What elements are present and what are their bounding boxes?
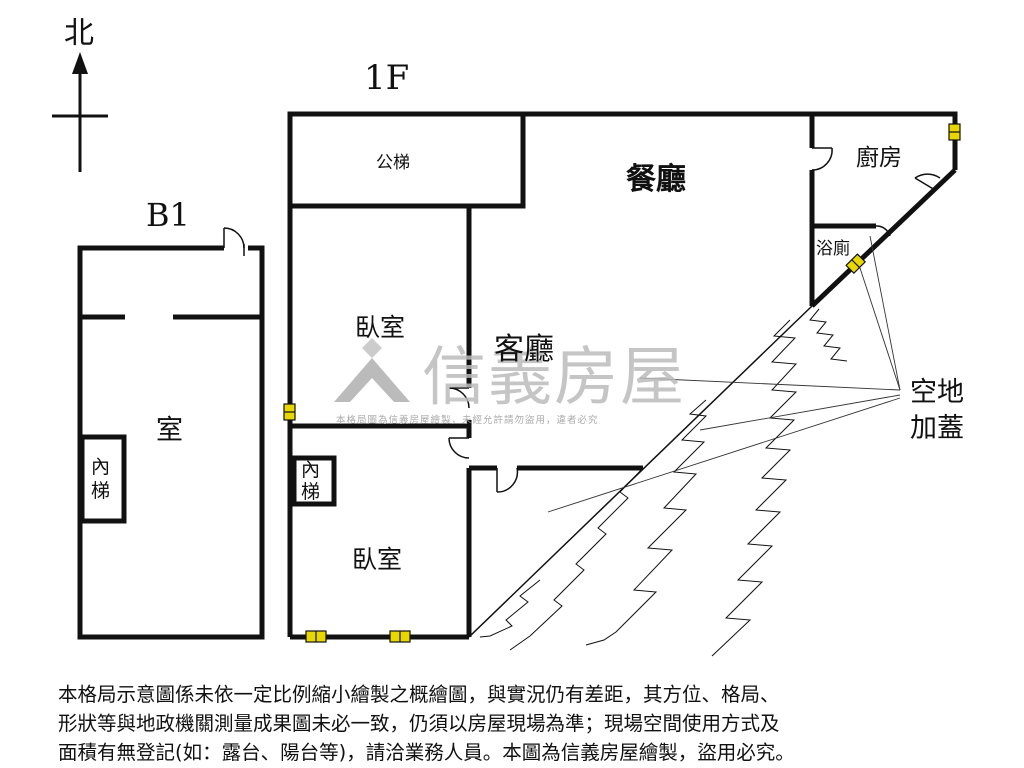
room-bedroom-lower: 臥室 [352,545,403,574]
room-inner-stairs-b1: 內梯 [91,456,111,502]
b1-floor-label: B1 [146,196,190,234]
1f-floor-label: 1F [364,58,410,98]
room-basement: 室 [156,415,183,446]
1f-walls [287,111,958,640]
room-public-stairs: 公梯 [376,153,410,173]
b1-door-icon [223,227,245,256]
room-bedroom-upper: 臥室 [355,313,406,342]
north-arrow-icon [52,52,108,172]
open-space-label-1: 空地 [910,377,964,408]
1f-door-icons [448,147,941,493]
b1-walls [77,245,265,640]
room-living: 客廳 [494,332,554,367]
annotation-leader-lines [547,235,901,513]
room-kitchen: 廚房 [856,145,902,171]
1f-diagonal-wall [468,168,957,657]
open-space-label-2: 加蓋 [910,413,964,444]
disclaimer-text: 本格局示意圖係未依一定比例縮小繪製之概繪圖，與實況仍有差距，其方位、格局、 形狀… [58,680,988,767]
room-inner-stairs-1f: 內梯 [301,459,321,503]
room-dining: 餐廳 [626,162,686,197]
disclaimer-line-2: 形狀等與地政機關測量成果圖未必一致，仍須以房屋現場為準；現場空間使用方式及 [58,712,780,735]
room-bathroom: 浴廁 [816,239,850,259]
north-label: 北 [64,16,94,51]
disclaimer-line-1: 本格局示意圖係未依一定比例縮小繪製之概繪圖，與實況仍有差距，其方位、格局、 [58,683,780,706]
window-icons [283,123,961,643]
disclaimer-line-3: 面積有無登記(如：露台、陽台等)，請洽業務人員。本圖為信義房屋繪製，盜用必究。 [58,741,795,764]
